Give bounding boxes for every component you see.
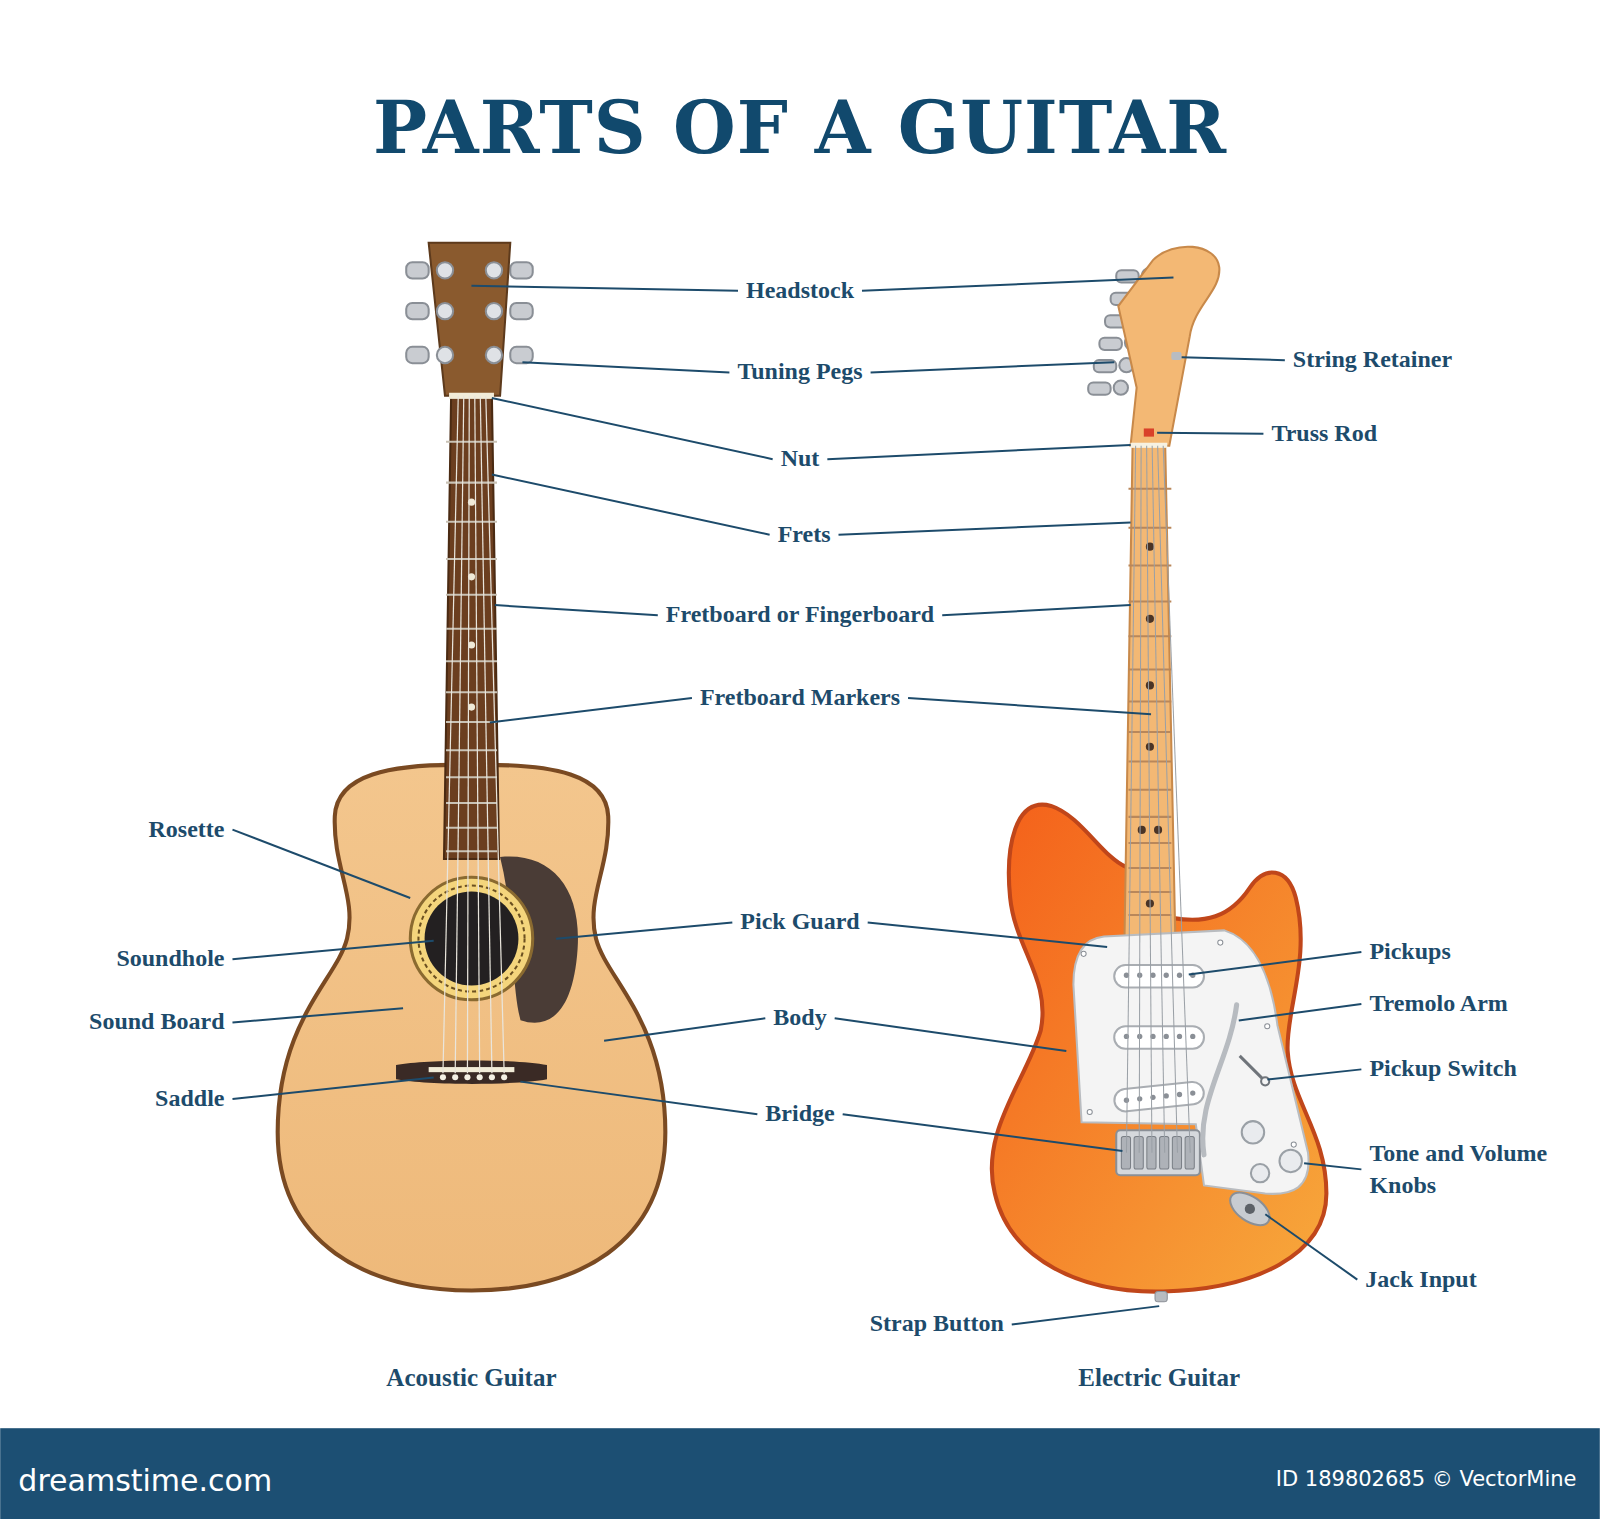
part-label: Bridge [765, 1099, 834, 1130]
leader-line [492, 474, 770, 534]
electric-guitar [992, 247, 1327, 1302]
part-label: Headstock [746, 275, 854, 306]
leader-line [871, 362, 1115, 372]
leader-line [1239, 1004, 1362, 1020]
part-label: Soundhole [116, 944, 224, 975]
leader-line [232, 1078, 433, 1099]
part-label: Tone and Volume Knobs [1369, 1138, 1569, 1200]
part-label: Rosette [149, 814, 225, 845]
figure-caption: Electric Guitar [1078, 1361, 1240, 1394]
leader-line [495, 605, 658, 615]
part-label: Pick Guard [740, 907, 859, 938]
part-label: Jack Input [1365, 1264, 1476, 1295]
part-label: Strap Button [870, 1309, 1004, 1340]
leader-line [232, 1008, 403, 1022]
leader-line [604, 1018, 765, 1040]
leader-line [1182, 357, 1285, 360]
footer-bar [0, 1428, 1600, 1519]
leader-line [556, 922, 732, 938]
part-label: Frets [778, 519, 831, 550]
leader-line [908, 698, 1151, 714]
acoustic-guitar [278, 243, 666, 1291]
part-label: Pickups [1369, 936, 1450, 967]
part-label: Fretboard Markers [700, 682, 900, 713]
leader-line [862, 278, 1173, 291]
part-label: Saddle [155, 1083, 224, 1114]
leader-line [471, 286, 738, 291]
leader-line [868, 922, 1107, 947]
leader-line [1012, 1306, 1159, 1324]
leader-line [490, 698, 692, 722]
part-label: Tremolo Arm [1369, 988, 1507, 1019]
leader-line [492, 398, 773, 459]
leader-line [1265, 1214, 1357, 1279]
leader-line [1157, 433, 1263, 434]
part-label: Nut [781, 444, 820, 475]
leader-line [843, 1114, 1123, 1151]
part-label: Body [773, 1003, 826, 1034]
figure-caption: Acoustic Guitar [386, 1361, 556, 1394]
watermark-text: ID 189802685 © VectorMine [1276, 1466, 1577, 1493]
leader-line [522, 362, 729, 372]
leader-line [232, 830, 410, 898]
leader-line [827, 445, 1130, 459]
leader-line [839, 522, 1131, 534]
part-label: Truss Rod [1271, 418, 1377, 449]
leader-line [1189, 952, 1362, 974]
leader-line [835, 1018, 1067, 1051]
leader-line [942, 605, 1130, 615]
leader-line [1304, 1163, 1361, 1169]
part-label: String Retainer [1293, 345, 1452, 376]
part-label: Sound Board [89, 1007, 224, 1038]
part-label: Fretboard or Fingerboard [666, 600, 934, 631]
part-label: Tuning Pegs [737, 357, 862, 388]
leader-line [520, 1082, 757, 1115]
leader-line [1267, 1069, 1361, 1079]
leader-line [232, 941, 433, 959]
watermark-text: dreamstime.com [18, 1460, 272, 1499]
part-label: Pickup Switch [1369, 1054, 1516, 1085]
diagram-title: PARTS OF A GUITAR [373, 81, 1227, 175]
